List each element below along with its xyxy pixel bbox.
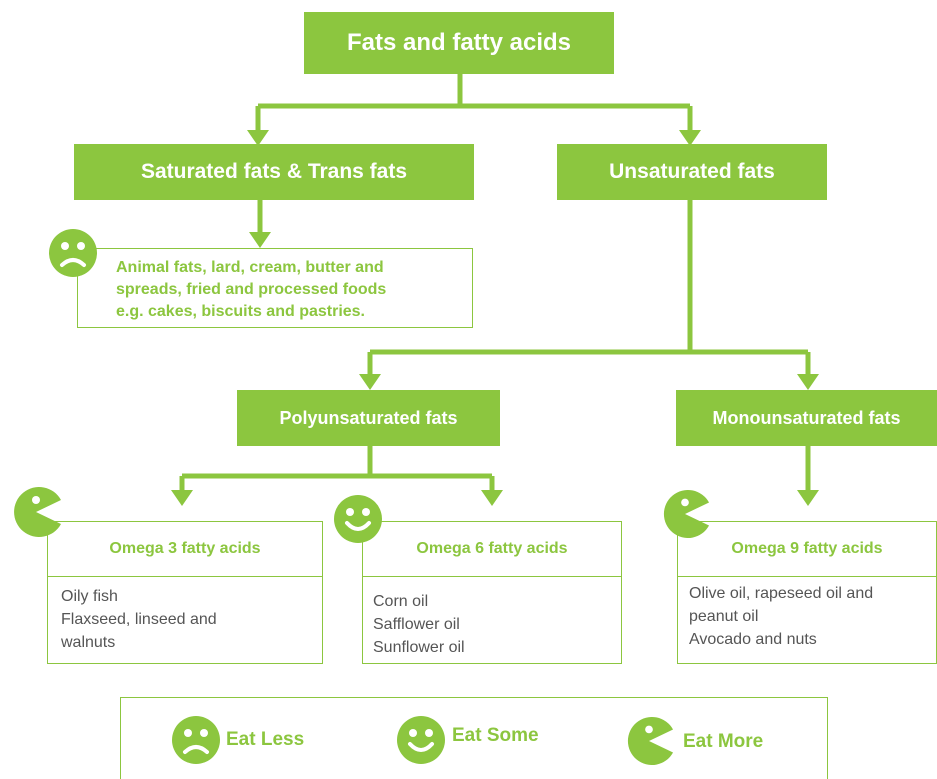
omega9-items-box: Olive oil, rapeseed oil and peanut oil A… [677, 576, 937, 664]
page-title: Fats and fatty acids [346, 29, 572, 56]
monounsaturated-fats-label: Monounsaturated fats [712, 407, 901, 428]
legend-eat-some: Eat Some [452, 725, 539, 746]
omega6-item: Corn oil [373, 593, 429, 610]
omega9-item: peanut oil [689, 608, 759, 625]
pacman-icon [663, 489, 710, 539]
omega3-item: Oily fish [61, 588, 118, 605]
pacman-icon [14, 487, 62, 537]
omega9-item: Olive oil, rapeseed oil and [689, 585, 874, 602]
omega3-items-box: Oily fish Flaxseed, linseed and walnuts [47, 576, 323, 664]
omega9-label: Omega 9 fatty acids [731, 540, 883, 557]
omega6-item: Sunflower oil [373, 639, 465, 656]
omega3-item: Flaxseed, linseed and [61, 611, 217, 628]
legend-eat-less: Eat Less [226, 729, 305, 750]
omega9-item: Avocado and nuts [689, 631, 817, 648]
polyunsaturated-fats-box: Polyunsaturated fats [237, 390, 500, 446]
omega6-items-box: Corn oil Safflower oil Sunflower oil [362, 576, 622, 664]
sad-face-icon [49, 229, 97, 277]
omega6-header-box: Omega 6 fatty acids [362, 521, 622, 577]
omega6-label: Omega 6 fatty acids [416, 540, 568, 557]
unsaturated-fats-label: Unsaturated fats [609, 160, 775, 183]
saturated-example-line: spreads, fried and processed foods [116, 281, 387, 298]
sad-face-icon [172, 716, 220, 764]
saturated-fats-label: Saturated fats & Trans fats [140, 160, 408, 183]
omega3-header-box: Omega 3 fatty acids [47, 521, 323, 577]
saturated-example-line: Animal fats, lard, cream, butter and [116, 259, 384, 276]
legend-eat-more: Eat More [683, 731, 764, 752]
smiley-face-icon [397, 716, 445, 764]
omega9-header-box: Omega 9 fatty acids [677, 521, 937, 577]
title-box: Fats and fatty acids [304, 12, 614, 74]
legend-box: Eat Less Eat Some Eat More [120, 697, 828, 779]
polyunsaturated-fats-label: Polyunsaturated fats [279, 407, 458, 428]
smiley-face-icon [334, 495, 382, 543]
saturated-fats-box: Saturated fats & Trans fats [74, 144, 474, 200]
saturated-examples-box: Animal fats, lard, cream, butter and spr… [77, 248, 473, 328]
monounsaturated-fats-box: Monounsaturated fats [676, 390, 937, 446]
pacman-icon [627, 716, 674, 766]
omega3-item: walnuts [61, 634, 116, 651]
unsaturated-fats-box: Unsaturated fats [557, 144, 827, 200]
omega6-item: Safflower oil [373, 616, 460, 633]
saturated-example-line: e.g. cakes, biscuits and pastries. [116, 303, 365, 320]
omega3-label: Omega 3 fatty acids [109, 540, 261, 557]
